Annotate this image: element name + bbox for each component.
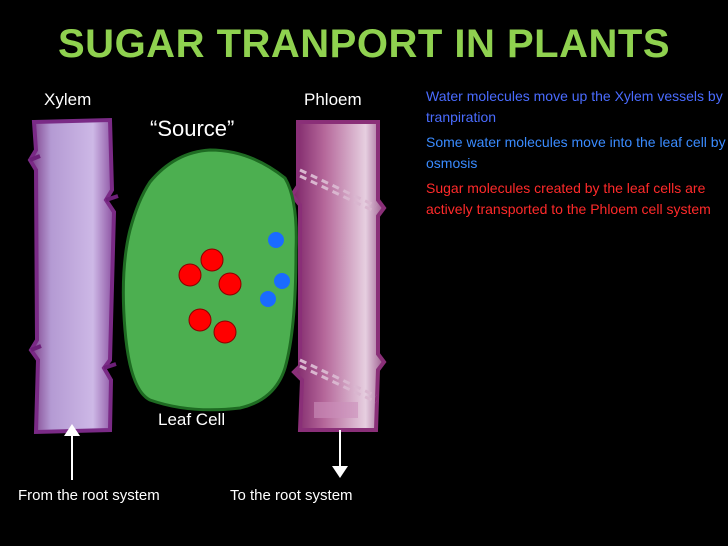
note-water-xylem: Water molecules move up the Xylem vessel… xyxy=(426,88,723,125)
phloem-vessel xyxy=(289,120,387,432)
water-molecules xyxy=(260,232,290,307)
sugar-molecule xyxy=(213,320,237,344)
water-molecule xyxy=(274,273,290,289)
sugar-molecule xyxy=(218,272,242,296)
leaf-cell-label: Leaf Cell xyxy=(158,410,226,429)
xylem-vessel xyxy=(27,117,119,435)
page-title: SUGAR TRANPORT IN PLANTS xyxy=(58,22,670,66)
xylem-label: Xylem xyxy=(44,90,92,109)
explanation-notes: Water molecules move up the Xylem vessel… xyxy=(426,86,726,224)
water-molecule xyxy=(260,291,276,307)
arrow-up-icon xyxy=(64,424,80,480)
phloem-label: Phloem xyxy=(304,90,362,109)
from-root-label: From the root system xyxy=(18,487,160,504)
note-osmosis: Some water molecules move into the leaf … xyxy=(426,134,726,171)
arrow-down-icon xyxy=(332,430,348,478)
sugar-molecules xyxy=(178,248,242,344)
sugar-molecule xyxy=(178,263,202,287)
note-sugar-transport: Sugar molecules created by the leaf cell… xyxy=(426,180,711,217)
sugar-molecule xyxy=(188,308,212,332)
water-molecule xyxy=(268,232,284,248)
to-root-label: To the root system xyxy=(230,487,353,504)
sugar-molecule xyxy=(200,248,224,272)
source-label: “Source” xyxy=(150,116,235,141)
leaf-cell xyxy=(121,148,298,412)
